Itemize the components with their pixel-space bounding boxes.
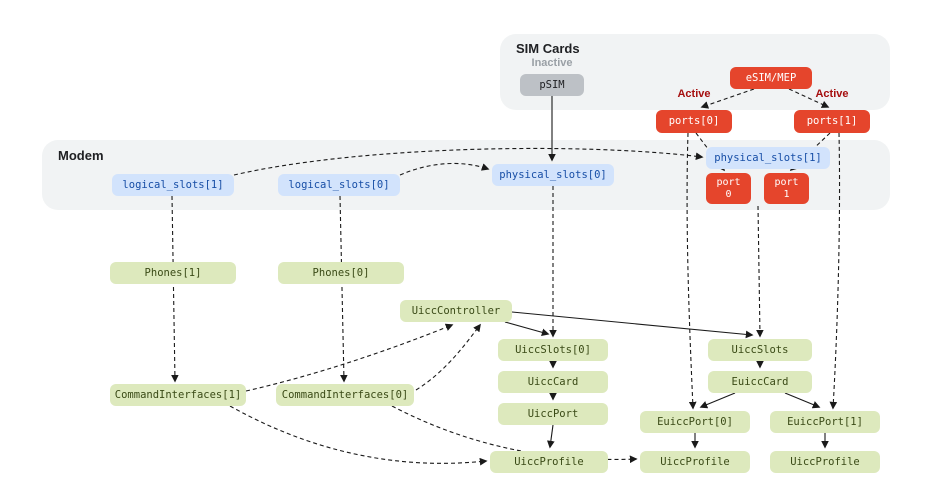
euicc-port-0-node: EuiccPort[0] xyxy=(640,411,750,433)
uicc-profile-center-node: UiccProfile xyxy=(490,451,608,473)
psim-node: pSIM xyxy=(520,74,584,96)
edge-command-interfaces-1-to-uicc-controller xyxy=(245,323,454,392)
edge-command-interfaces-1-to-uicc-profile-center xyxy=(229,405,488,466)
port-1-node: port 1 xyxy=(764,173,809,204)
active-left-label: Active xyxy=(677,88,711,100)
command-interfaces-0-node: CommandInterfaces[0] xyxy=(276,384,414,406)
uicc-port-node: UiccPort xyxy=(498,403,608,425)
edge-physical-slots-1-to-uicc-slots xyxy=(756,205,764,338)
edge-euicc-card-to-euicc-port-1 xyxy=(784,392,821,409)
euicc-card-node: EuiccCard xyxy=(708,371,812,393)
modem-title: Modem xyxy=(58,148,104,163)
ports-0-node: ports[0] xyxy=(656,110,732,133)
edge-logical-slots-0-to-command-interfaces-0 xyxy=(339,195,348,383)
edge-uicc-controller-to-uicc-slots-0 xyxy=(504,321,550,337)
sim-cards-title: SIM Cards xyxy=(516,41,580,56)
phones-1-node: Phones[1] xyxy=(110,262,236,284)
uicc-profile-right-node: UiccProfile xyxy=(770,451,880,473)
edge-ports-0-to-euicc-port-0 xyxy=(686,132,697,410)
uicc-slots-0-node: UiccSlots[0] xyxy=(498,339,608,361)
inactive-label: Inactive xyxy=(531,57,573,69)
logical-slots-1-node: logical_slots[1] xyxy=(112,174,234,196)
sim-cards-container xyxy=(500,34,890,110)
edge-command-interfaces-0-to-uicc-controller xyxy=(415,323,481,391)
edge-logical-slots-0-to-physical-slots-0 xyxy=(399,162,490,176)
edge-logical-slots-1-to-command-interfaces-1 xyxy=(171,195,179,383)
physical-slots-0-node: physical_slots[0] xyxy=(492,164,614,186)
edge-ports-1-to-euicc-port-1 xyxy=(829,132,841,410)
phones-0-node: Phones[0] xyxy=(278,262,404,284)
edge-command-interfaces-0-to-uicc-profile-mid xyxy=(391,405,638,464)
edge-uicc-port-to-uicc-profile-center xyxy=(547,424,555,449)
edge-uicc-controller-to-uicc-slots xyxy=(511,311,754,339)
edge-esim-mep-to-ports-0 xyxy=(700,88,755,109)
euicc-port-1-node: EuiccPort[1] xyxy=(770,411,880,433)
command-interfaces-1-node: CommandInterfaces[1] xyxy=(110,384,246,406)
uicc-slots-node: UiccSlots xyxy=(708,339,812,361)
port-0-node: port 0 xyxy=(706,173,751,204)
physical-slots-1-node: physical_slots[1] xyxy=(706,147,830,169)
edge-esim-mep-to-ports-1 xyxy=(788,88,830,108)
logical-slots-0-node: logical_slots[0] xyxy=(278,174,400,196)
edge-logical-slots-1-to-physical-slots-1 xyxy=(233,147,704,176)
active-right-label: Active xyxy=(815,88,849,100)
uicc-profile-mid-node: UiccProfile xyxy=(640,451,750,473)
edge-euicc-card-to-euicc-port-0 xyxy=(699,392,736,409)
ports-1-node: ports[1] xyxy=(794,110,870,133)
uicc-card-node: UiccCard xyxy=(498,371,608,393)
esim-mep-node: eSIM/MEP xyxy=(730,67,812,89)
uicc-controller-node: UiccController xyxy=(400,300,512,322)
